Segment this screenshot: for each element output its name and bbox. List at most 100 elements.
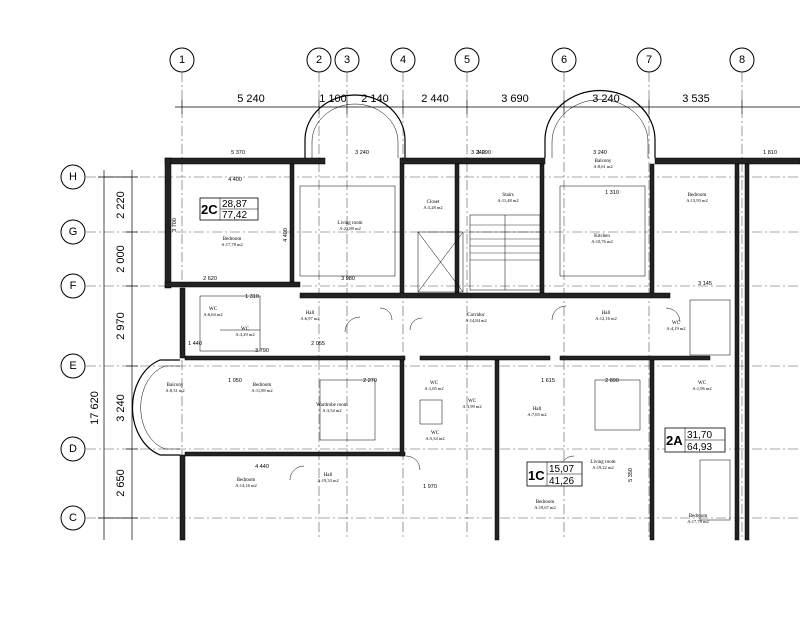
svg-text:1 615: 1 615 <box>541 378 555 384</box>
room-wc-6: WCA:5,34 m2 <box>425 431 444 442</box>
svg-text:A:3,99 m2: A:3,99 m2 <box>462 404 481 410</box>
svg-text:1 310: 1 310 <box>245 294 259 300</box>
svg-text:8: 8 <box>739 54 745 66</box>
apartment-tag-2a: 2A 31,70 64,93 <box>664 427 726 453</box>
svg-text:Bedroom: Bedroom <box>237 478 256 483</box>
svg-text:3 240: 3 240 <box>355 150 369 156</box>
svg-text:Hall: Hall <box>306 311 315 316</box>
svg-text:WC: WC <box>468 399 477 404</box>
svg-text:A:1,65 m2: A:1,65 m2 <box>424 386 443 392</box>
svg-text:3 980: 3 980 <box>341 276 355 282</box>
svg-text:Wardrobe room: Wardrobe room <box>316 403 348 408</box>
dim-H-G: 2 220 <box>115 191 127 219</box>
top-axis-markers: 1 2 3 4 5 6 7 8 <box>169 47 755 73</box>
top-dimension-chain: 5 240 1 100 2 140 2 440 3 690 3 240 3 53… <box>175 93 800 114</box>
svg-text:1: 1 <box>179 54 185 66</box>
svg-text:5 350: 5 350 <box>628 468 634 482</box>
small-dimensions: 5 370 3 240 3 240 3 240 3 145 1 310 1 81… <box>172 150 777 490</box>
svg-text:1 970: 1 970 <box>423 484 437 490</box>
svg-text:1 440: 1 440 <box>188 341 202 347</box>
svg-text:Bedroom: Bedroom <box>536 500 555 505</box>
svg-text:A:10,76 m2: A:10,76 m2 <box>591 239 613 245</box>
axis-H: H <box>60 164 86 190</box>
svg-text:2 890: 2 890 <box>605 378 619 384</box>
svg-text:A:19,22 m2: A:19,22 m2 <box>592 465 614 471</box>
svg-text:5 370: 5 370 <box>231 150 245 156</box>
svg-text:4: 4 <box>400 54 406 66</box>
svg-text:A:23,89 m2: A:23,89 m2 <box>339 226 361 232</box>
svg-text:C: C <box>69 512 77 524</box>
svg-text:77,42: 77,42 <box>222 210 247 221</box>
axis-8: 8 <box>729 47 755 73</box>
svg-text:A:1,96 m2: A:1,96 m2 <box>692 386 711 392</box>
svg-text:Living room: Living room <box>337 221 362 226</box>
svg-text:A:14,16 m2: A:14,16 m2 <box>235 483 257 489</box>
room-wc-3: WCA:4,19 m2 <box>666 321 685 332</box>
svg-text:A:11,89 m2: A:11,89 m2 <box>251 388 272 394</box>
svg-text:Closet: Closet <box>427 200 440 205</box>
svg-text:Bedroom: Bedroom <box>689 514 708 519</box>
svg-text:D: D <box>69 443 77 455</box>
svg-text:WC: WC <box>431 431 440 436</box>
svg-text:31,70: 31,70 <box>687 430 712 441</box>
axis-G: G <box>60 219 86 245</box>
svg-text:3 240: 3 240 <box>471 150 485 156</box>
svg-text:A:4,19 m2: A:4,19 m2 <box>666 326 685 332</box>
svg-text:WC: WC <box>672 321 681 326</box>
svg-text:A:6,64 m2: A:6,64 m2 <box>203 312 222 318</box>
room-wc-5: WCA:3,99 m2 <box>462 399 481 410</box>
svg-text:Kitchen: Kitchen <box>594 234 610 239</box>
outer-walls <box>164 157 800 541</box>
svg-text:A:3,28 m2: A:3,28 m2 <box>423 205 442 211</box>
svg-text:WC: WC <box>430 381 439 386</box>
svg-text:Hall: Hall <box>602 311 611 316</box>
svg-text:Bedroom: Bedroom <box>223 237 242 242</box>
svg-text:Living room: Living room <box>590 460 615 465</box>
room-wc-7: WCA:1,96 m2 <box>692 381 711 392</box>
axis-5: 5 <box>454 47 480 73</box>
left-axis-markers: H G F E D C <box>60 164 86 531</box>
svg-text:Balcony: Balcony <box>167 383 184 388</box>
axis-3: 3 <box>334 47 360 73</box>
svg-text:2 270: 2 270 <box>363 378 377 384</box>
svg-text:A:19,67 m2: A:19,67 m2 <box>534 505 556 511</box>
svg-text:1 290: 1 290 <box>477 150 491 156</box>
interior-details <box>199 185 731 521</box>
dim-4-5: 2 440 <box>421 93 449 105</box>
svg-text:A:17,78 m2: A:17,78 m2 <box>221 242 243 248</box>
svg-text:6: 6 <box>561 54 567 66</box>
svg-text:E: E <box>69 360 76 372</box>
svg-text:1 310: 1 310 <box>605 190 619 196</box>
svg-text:A:13,93 m2: A:13,93 m2 <box>686 198 708 204</box>
svg-text:41,26: 41,26 <box>549 476 574 487</box>
axis-4: 4 <box>390 47 416 73</box>
apartment-tag-1c: 1C 15,07 41,26 <box>526 461 583 487</box>
svg-text:7: 7 <box>646 54 652 66</box>
svg-text:A:6,97 m2: A:6,97 m2 <box>300 316 319 322</box>
svg-text:Bedroom: Bedroom <box>253 383 272 388</box>
axis-2: 2 <box>306 47 332 73</box>
dim-5-6: 3 690 <box>501 93 529 105</box>
svg-text:1C: 1C <box>528 468 545 483</box>
svg-text:3 145: 3 145 <box>698 281 712 287</box>
dim-F-E: 2 970 <box>115 312 127 340</box>
svg-text:2 055: 2 055 <box>311 341 325 347</box>
svg-text:4 400: 4 400 <box>228 177 242 183</box>
stairwell <box>417 214 541 293</box>
svg-text:28,87: 28,87 <box>222 199 247 210</box>
